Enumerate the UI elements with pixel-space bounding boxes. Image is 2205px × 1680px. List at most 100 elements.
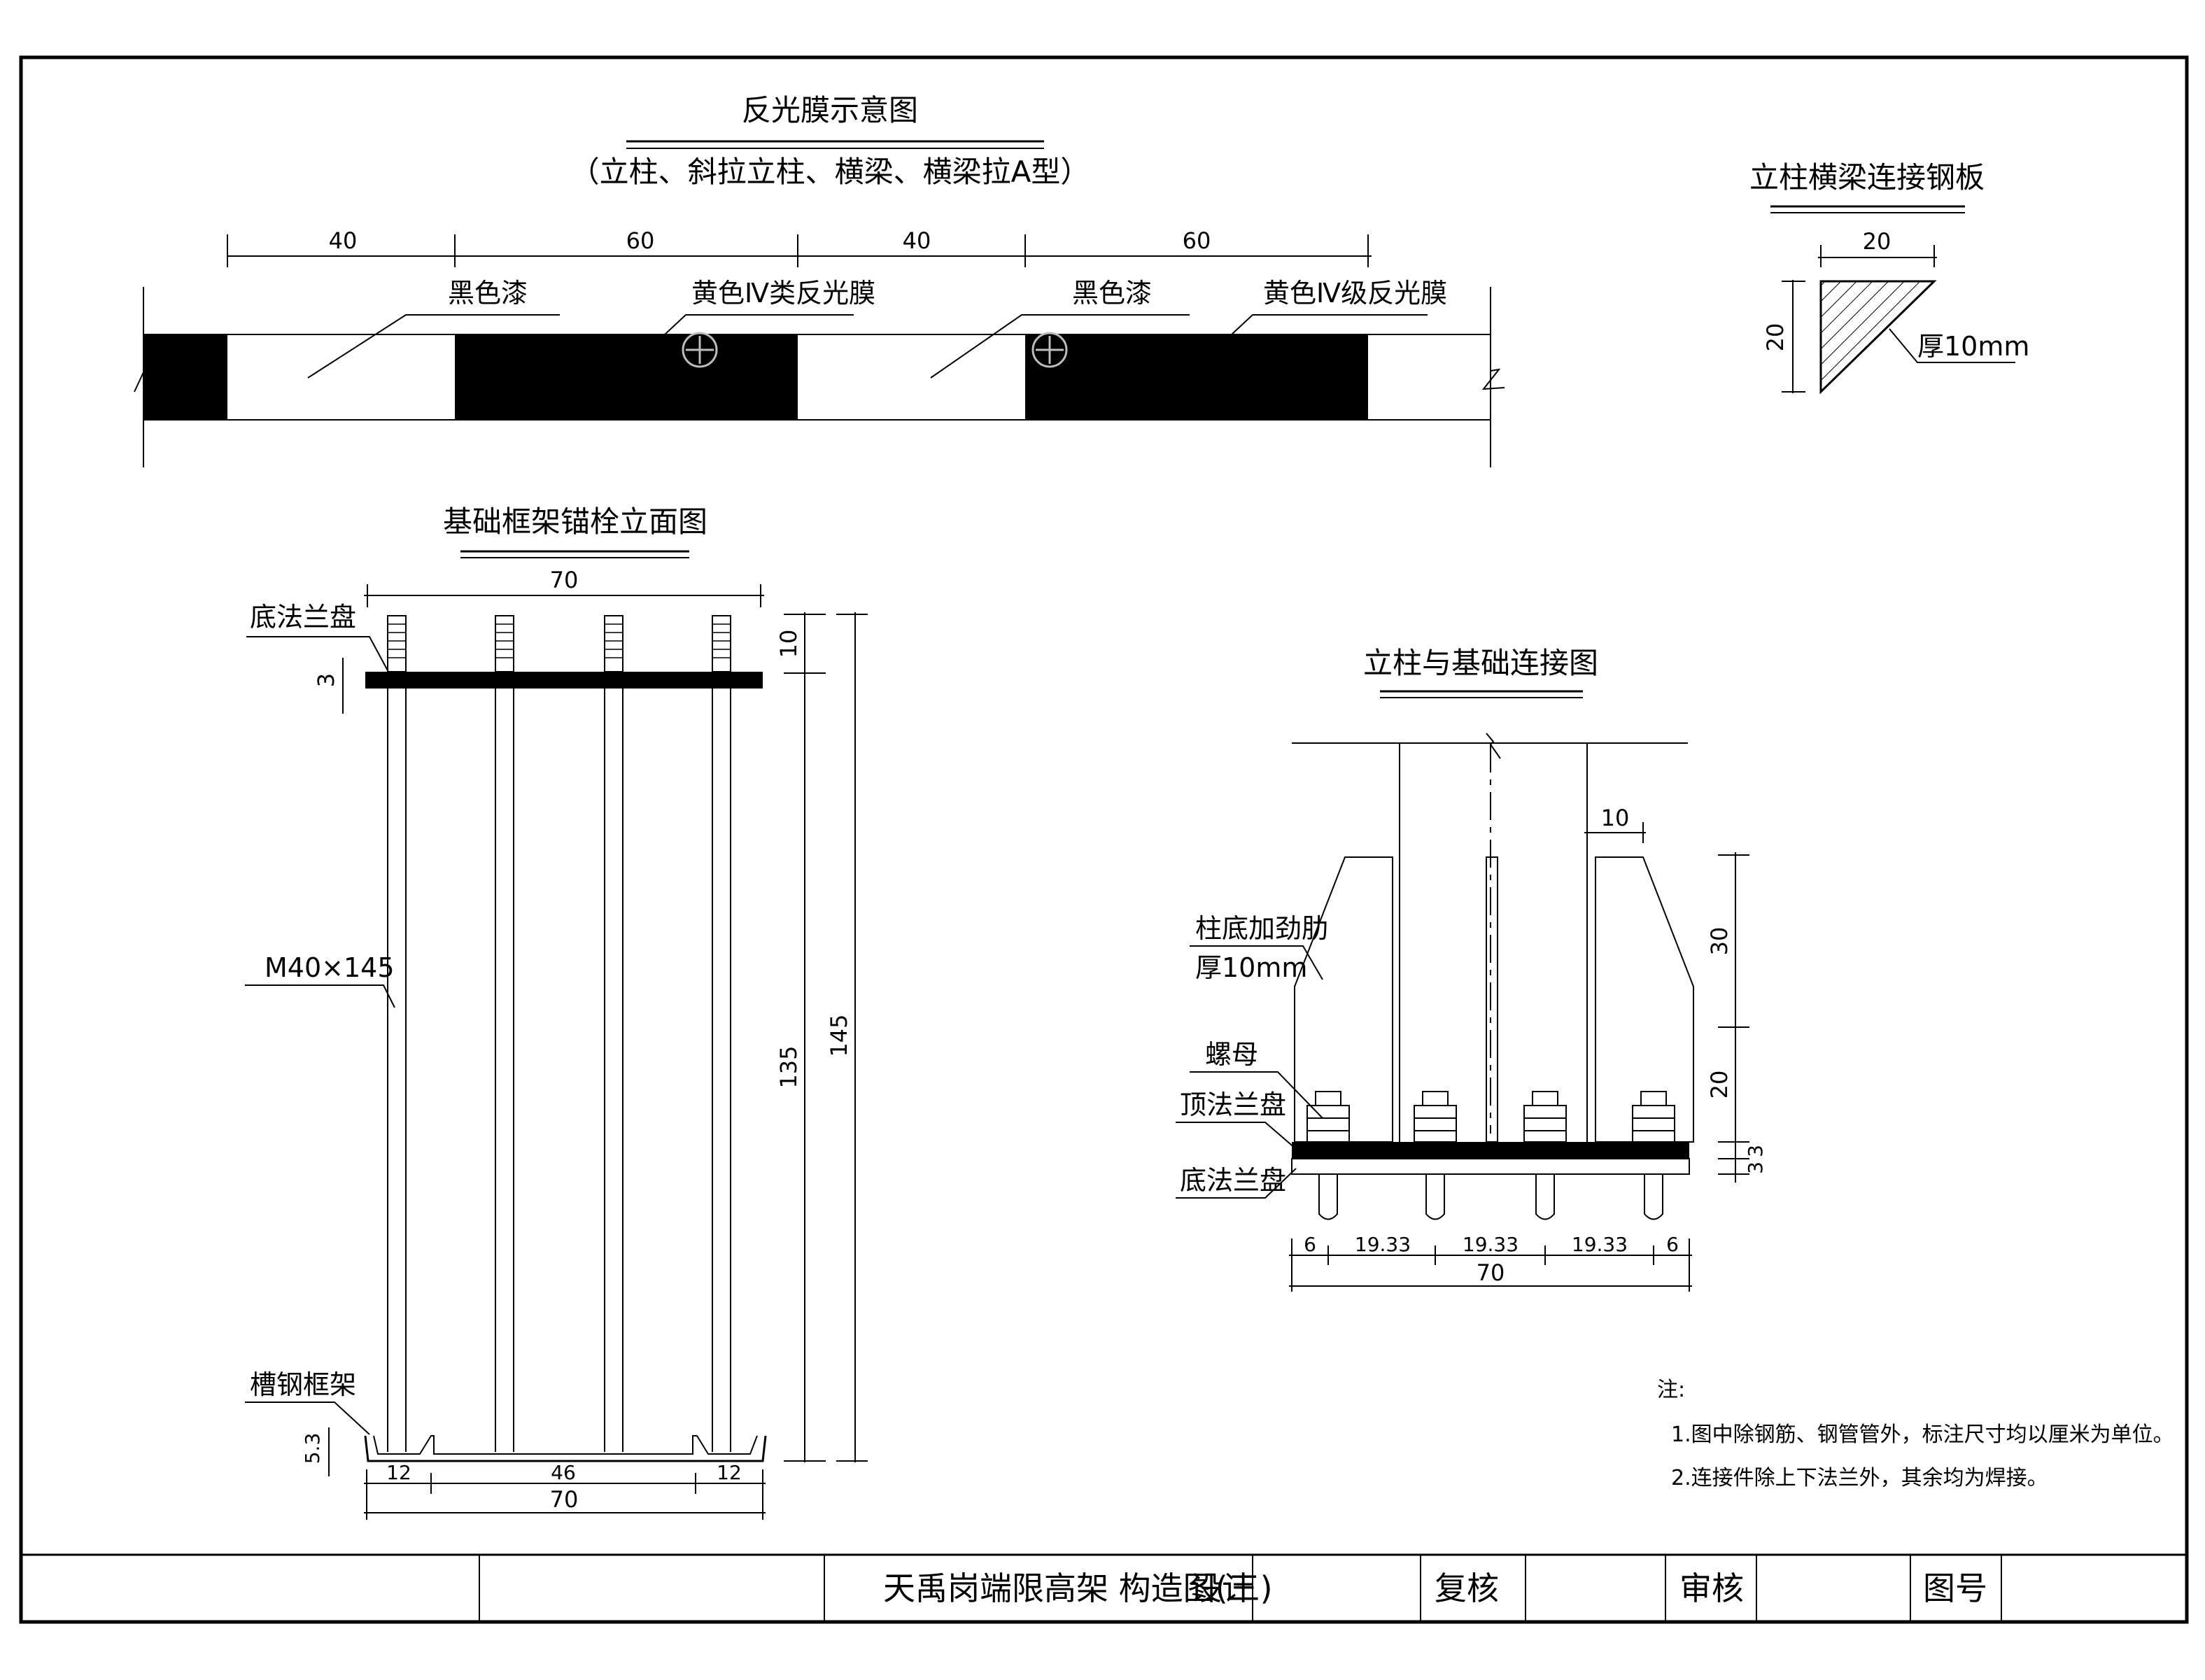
nut-icon [1523,1091,1567,1143]
film-leaders [307,314,1428,379]
anchor-vertical-dims [784,612,868,1462]
nut-label: 螺母 [1205,1039,1258,1070]
design-cell: 设计 [1190,1569,1254,1607]
approve-cell: 审核 [1679,1569,1744,1607]
bolt-threads [387,615,731,672]
reflective-film-subtitle: （立柱、斜拉立柱、横梁、横梁拉A型） [570,155,1090,189]
bottom-flange-label: 底法兰盘 [1180,1165,1286,1196]
sheet-border [19,55,2189,1624]
label-yellow-film: 黄色Ⅳ类反光膜 [691,278,875,309]
label-yellow-film: 黄色Ⅳ级反光膜 [1263,278,1447,309]
connection-bottom-dim-4: 19.33 [1572,1233,1628,1256]
nut-icon [1306,1091,1350,1143]
connection-bottom-dim-1: 6 [1304,1233,1316,1256]
anchor-bolt-stubs [1318,1174,1663,1220]
plate-height-dim: 20 [1762,323,1789,352]
connection-dim-3a: 3 [1744,1145,1767,1157]
nut-icon [1632,1091,1675,1143]
black-paint-band [143,334,227,420]
film-dim-4: 60 [1183,227,1211,254]
notes-heading: 注: [1657,1378,1685,1402]
watermark-text: 牛模网 [493,339,556,364]
connection-dim-3b: 3 [1744,1162,1767,1174]
plate-dimension [1782,245,1937,393]
top-flange-label: 顶法兰盘 [1180,1089,1286,1120]
leader-line [245,984,395,1008]
anchor-bottom-dim-2: 46 [551,1461,576,1484]
leader-line [246,636,390,674]
connection-bottom-dim-2: 19.33 [1355,1233,1411,1256]
black-paint-band [1025,334,1368,420]
connection-dim-20: 20 [1706,1071,1733,1099]
channel-height-dim: 5.3 [301,1433,324,1464]
watermark-text: 牛模网 [1193,339,1256,364]
bottom-flange-plate [365,672,763,689]
anchor-total-height: 145 [826,1014,852,1057]
leader-line [1176,1168,1297,1199]
film-dim-3: 40 [903,227,931,254]
watermark-text: w.6mo. [147,339,222,364]
note-item-2: 2.连接件除上下法兰外，其余均为焊接。 [1671,1466,2048,1490]
stiffener-rib-right [1595,856,1694,1143]
anchor-bottom-width: 70 [550,1486,579,1513]
film-dimension-line [227,234,1372,267]
connection-title: 立柱与基础连接图 [1363,646,1598,680]
label-black-paint: 黑色漆 [1072,278,1152,309]
stiffener-rib-left [1294,856,1393,1143]
sheet-number-cell: 图号 [1923,1569,1987,1607]
leader-line [245,1402,370,1435]
column-tube [1392,743,1596,1143]
bolt-spec-label: M40×145 [265,952,395,983]
connection-bottom-dims [1289,1238,1692,1292]
anchor-top-width: 70 [550,567,579,593]
label-black-paint: 黑色漆 [448,278,528,309]
black-paint-band [455,334,798,420]
anchor-bottom-dim-1: 12 [386,1461,411,1484]
connection-dim-10: 10 [1601,805,1630,831]
label-bottom-flange: 底法兰盘 [250,602,356,633]
plate-thickness: 厚10mm [1917,331,2029,362]
title-block-dividers [479,1555,2002,1622]
anchor-bolt-shafts [387,689,731,1452]
drawing-name: 天禹岗端限高架 构造图(三) [883,1569,1273,1607]
leader-line [1190,1071,1323,1119]
thread-lines [388,623,731,658]
bottom-flange-plate [1291,1158,1690,1175]
break-mark [134,370,145,393]
review-cell: 复核 [1435,1569,1499,1607]
break-mark [1481,368,1505,390]
leader-line [1190,945,1323,980]
channel-frame-label: 槽钢框架 [250,1369,356,1400]
plate-width-dim: 20 [1863,228,1891,255]
watermark-logo-icon [682,332,718,368]
connection-vertical-dims [1718,852,1749,1183]
reflective-film-title: 反光膜示意图 [742,93,918,127]
anchor-bottom-dim-3: 12 [717,1461,742,1484]
plate-title: 立柱横梁连接钢板 [1749,160,1985,195]
connection-bottom-width: 70 [1477,1259,1505,1286]
connection-bottom-dim-5: 6 [1666,1233,1679,1256]
rib-label: 柱底加劲肋 [1195,913,1328,944]
nut-icon [1414,1091,1457,1143]
note-item-1: 1.图中除钢筋、钢管管外，标注尺寸均以厘米为单位。 [1671,1423,2174,1447]
connection-dim-30: 30 [1706,927,1733,956]
anchor-elevation-title: 基础框架锚栓立面图 [443,504,707,539]
anchor-top-width-dim [364,584,764,607]
anchor-top-dim: 10 [775,630,802,658]
leader-line [1176,1122,1297,1150]
break-mark [1486,733,1501,759]
film-dim-1: 40 [329,227,358,254]
plate-leader [1889,328,2015,363]
flange-thickness-dim: 3 [313,673,339,687]
watermark-logo-icon [1031,332,1068,368]
anchor-bottom-dims [364,1469,766,1520]
connection-top-dim [1584,822,1646,843]
channel-frame [364,1435,767,1462]
top-flange-plate [1292,1142,1689,1159]
channel-frame-inner [373,1435,758,1455]
connection-bottom-dim-3: 19.33 [1463,1233,1519,1256]
plate-triangle [1819,280,1937,395]
rib-thickness: 厚10mm [1195,952,1307,983]
anchor-inner-height: 135 [775,1045,802,1088]
